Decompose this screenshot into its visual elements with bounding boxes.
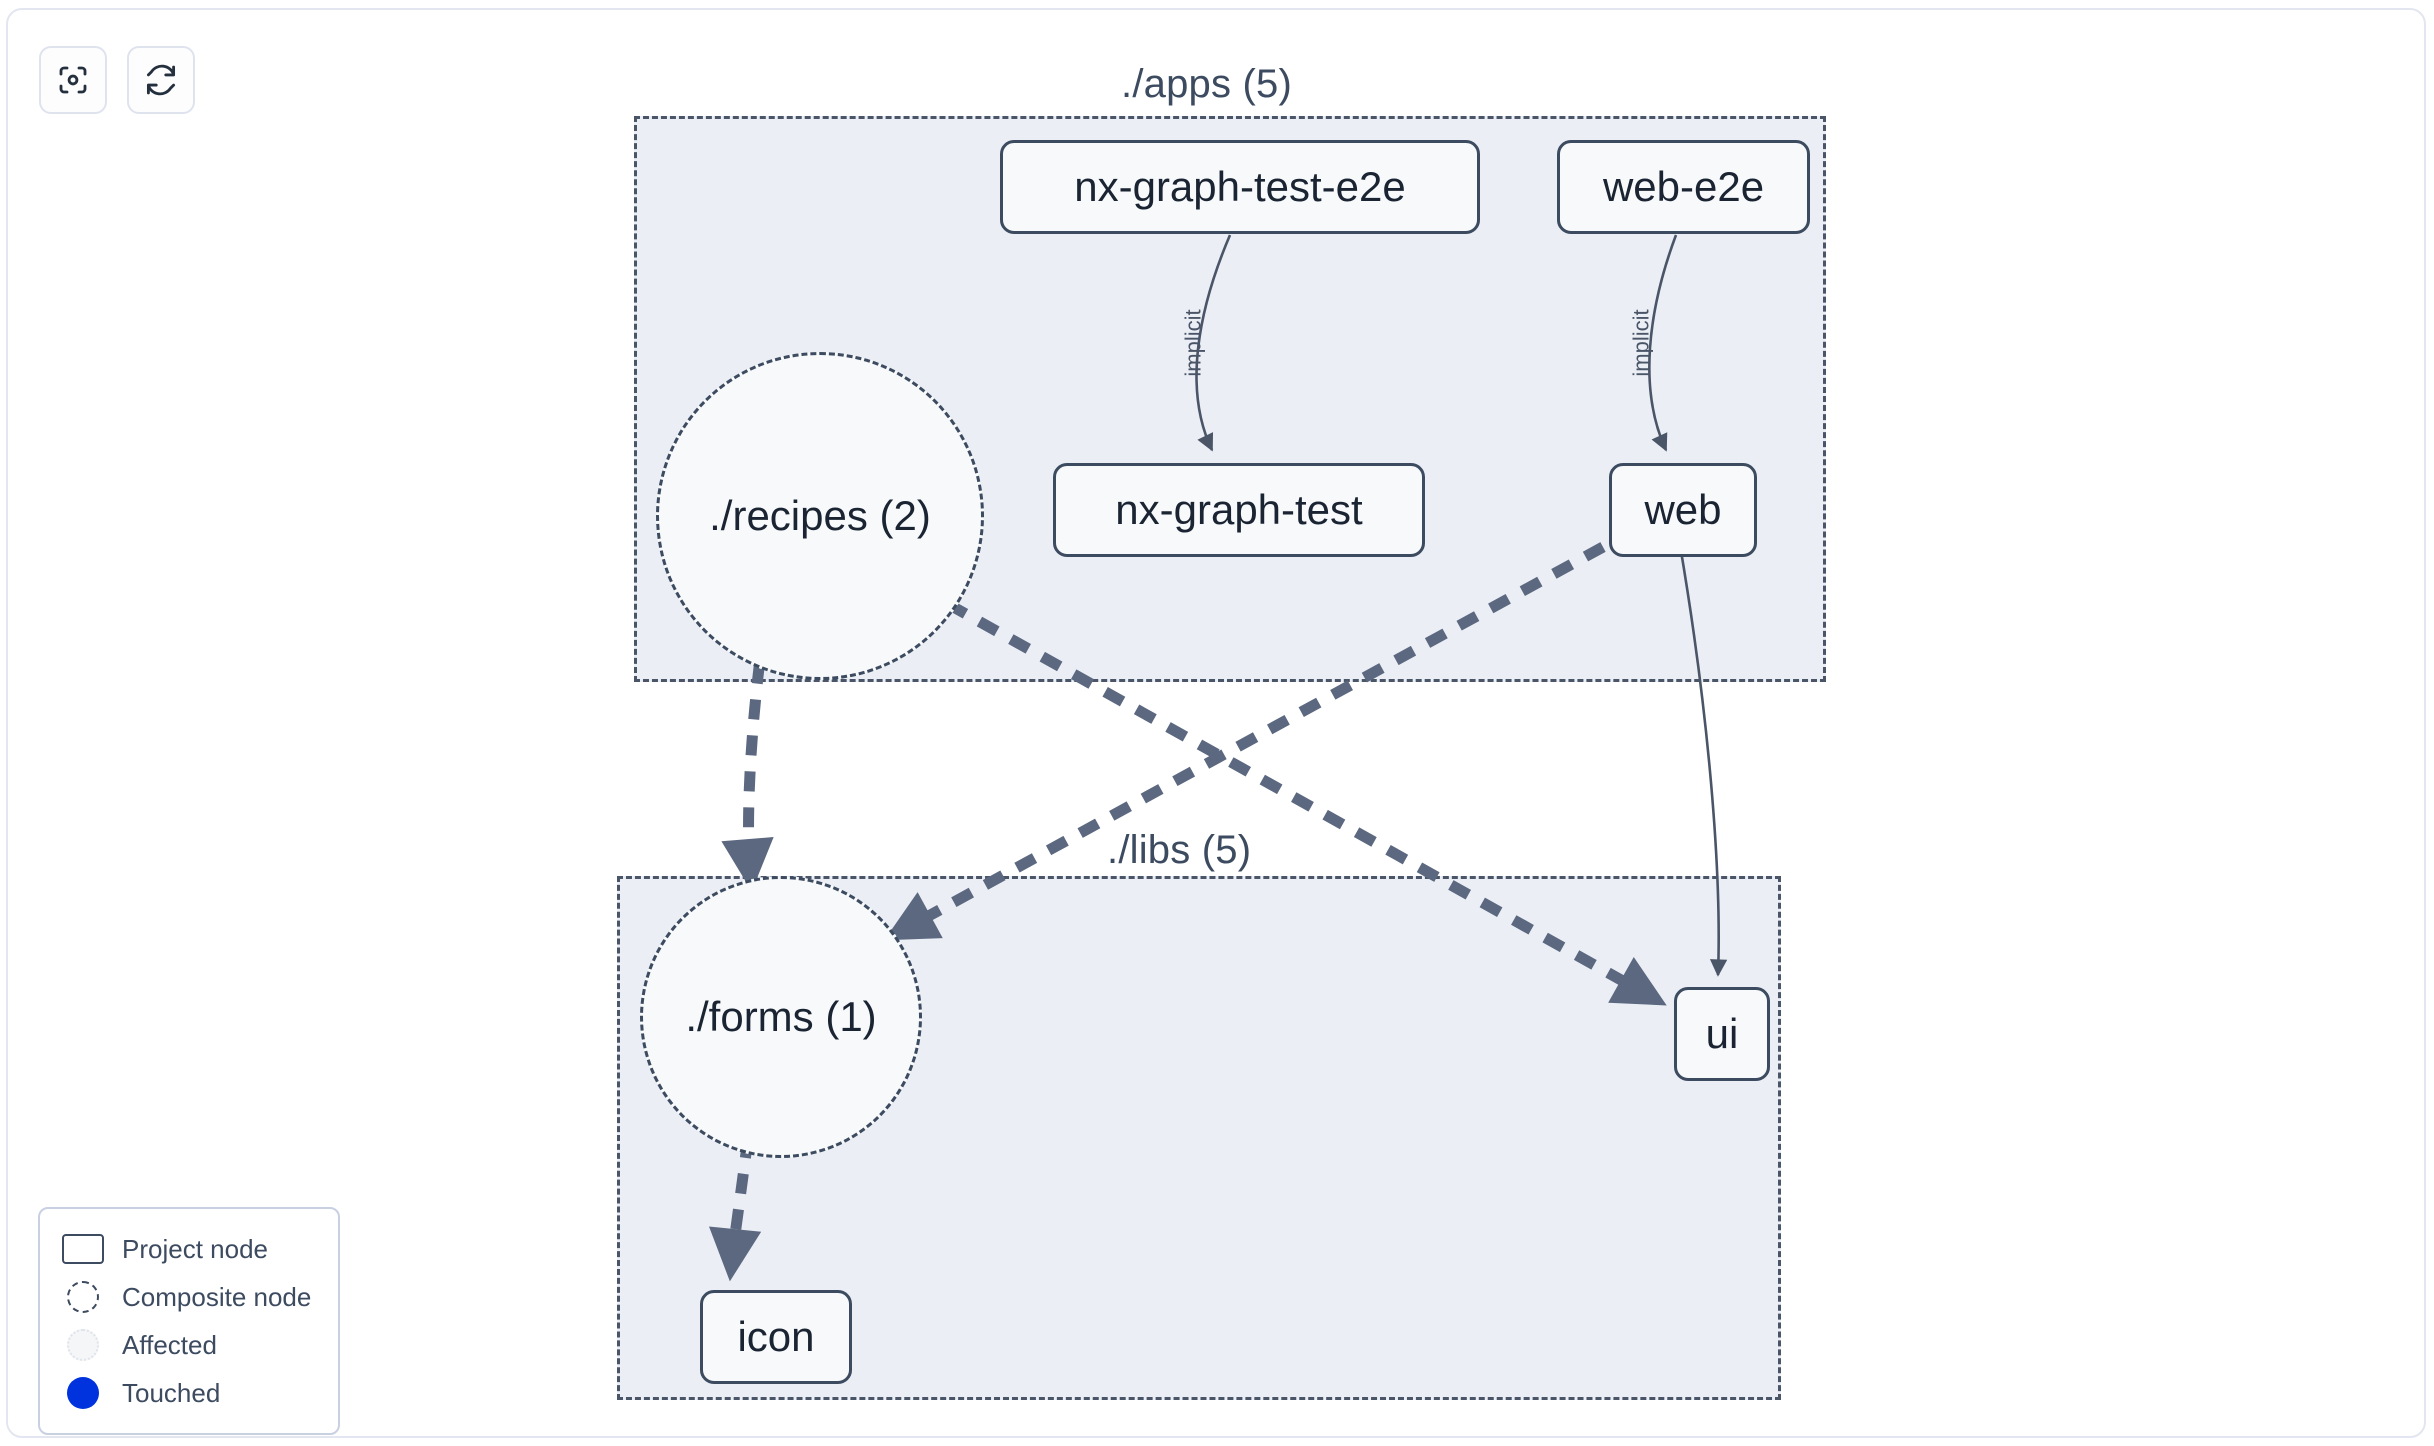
project-node-icon-label: icon: [737, 1313, 815, 1360]
refresh-graph-button[interactable]: [127, 46, 195, 114]
legend-item-touched: Touched: [58, 1369, 320, 1417]
project-node-web-e2e-label: web-e2e: [1602, 163, 1765, 210]
edge-label-implicit-web: implicit: [1628, 309, 1654, 377]
legend-item-affected: Affected: [58, 1321, 320, 1369]
composite-node-forms[interactable]: ./forms (1): [640, 876, 922, 1158]
project-node-ui[interactable]: ui: [1674, 987, 1770, 1081]
legend-item-project-node: Project node: [58, 1225, 320, 1273]
project-node-web-e2e[interactable]: web-e2e: [1557, 140, 1810, 234]
composite-node-recipes-label: ./recipes (2): [709, 492, 931, 539]
edge-label-implicit-nx-graph-test: implicit: [1180, 309, 1206, 377]
graph-legend: Project node Composite node Affected Tou…: [38, 1207, 340, 1435]
legend-item-composite-node: Composite node: [58, 1273, 320, 1321]
graph-toolbar: [39, 46, 195, 114]
legend-label-touched: Touched: [122, 1377, 221, 1408]
group-apps-label: ./apps (5): [1121, 62, 1292, 106]
composite-node-forms-label: ./forms (1): [685, 993, 877, 1040]
graph-panel: ./apps (5) ./libs (5): [6, 8, 2426, 1438]
project-node-nx-graph-test-e2e-label: nx-graph-test-e2e: [1074, 163, 1406, 210]
legend-label-project-node: Project node: [122, 1233, 268, 1264]
focus-target-icon: [55, 62, 91, 98]
graph-canvas[interactable]: ./apps (5) ./libs (5): [8, 10, 2424, 1436]
focus-graph-button[interactable]: [39, 46, 107, 114]
refresh-sync-icon: [143, 62, 179, 98]
project-node-ui-label: ui: [1705, 1010, 1739, 1057]
touched-swatch: [58, 1377, 108, 1409]
project-node-nx-graph-test-label: nx-graph-test: [1115, 486, 1363, 533]
composite-node-recipes[interactable]: ./recipes (2): [656, 352, 984, 680]
composite-node-swatch: [58, 1281, 108, 1313]
project-node-nx-graph-test[interactable]: nx-graph-test: [1053, 463, 1425, 557]
project-node-nx-graph-test-e2e[interactable]: nx-graph-test-e2e: [1000, 140, 1480, 234]
affected-swatch: [58, 1329, 108, 1361]
project-node-web-label: web: [1644, 486, 1722, 533]
legend-label-affected: Affected: [122, 1329, 217, 1360]
group-libs-label: ./libs (5): [1107, 828, 1252, 872]
project-node-icon[interactable]: icon: [700, 1290, 852, 1384]
legend-label-composite-node: Composite node: [122, 1281, 312, 1312]
project-node-web[interactable]: web: [1609, 463, 1757, 557]
project-node-swatch: [58, 1234, 108, 1264]
